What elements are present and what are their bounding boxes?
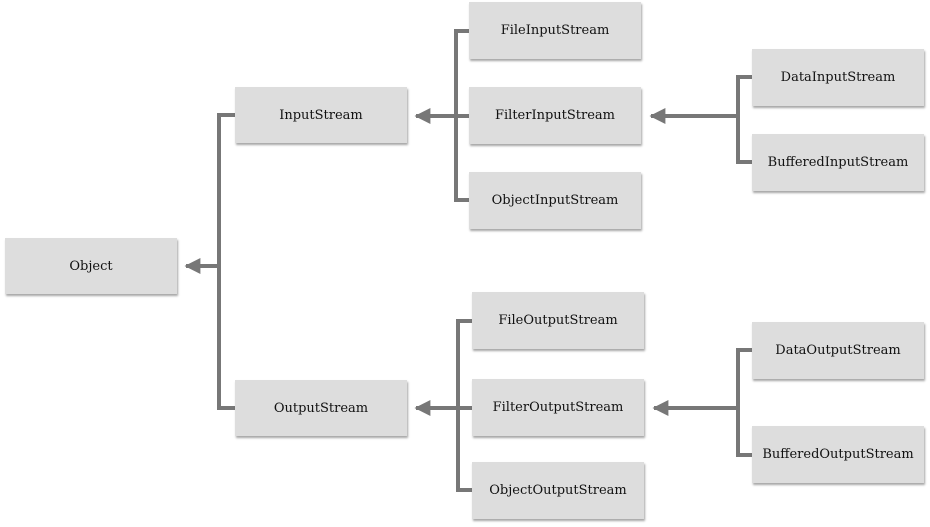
dataoutputstream-node: DataOutputStream	[752, 322, 924, 379]
object-node: Object	[5, 238, 177, 294]
bufferedinputstream-node: BufferedInputStream	[752, 134, 924, 191]
filterinputstream-node: FilterInputStream	[469, 87, 641, 144]
fileoutputstream-node: FileOutputStream	[472, 292, 644, 349]
objectoutputstream-node: ObjectOutputStream	[472, 462, 644, 519]
connector-outputstream-branch	[456, 319, 473, 492]
datainputstream-node: DataInputStream	[752, 49, 924, 106]
objectinputstream-node: ObjectInputStream	[469, 172, 641, 229]
outputstream-node: OutputStream	[235, 380, 407, 436]
connector-filterinputstream-branch	[736, 75, 753, 164]
bufferedoutputstream-node: BufferedOutputStream	[752, 426, 924, 483]
connector-filteroutputstream-branch	[736, 348, 753, 457]
fileinputstream-node: FileInputStream	[469, 2, 641, 59]
connector-object-branch	[217, 113, 236, 410]
filteroutputstream-node: FilterOutputStream	[472, 379, 644, 436]
inputstream-node: InputStream	[235, 87, 407, 143]
